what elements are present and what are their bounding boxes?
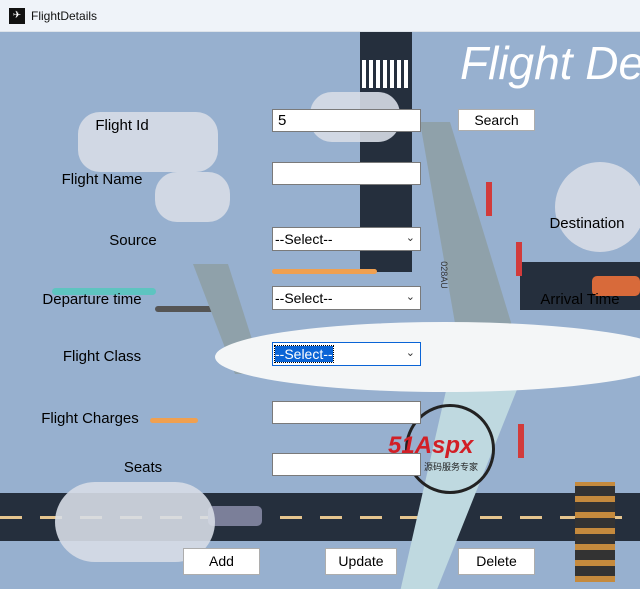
source-label: Source: [109, 232, 157, 249]
cloud: [78, 112, 218, 172]
deco-bar: [52, 288, 156, 295]
add-button[interactable]: Add: [183, 548, 260, 575]
watermark-tagline: 源码服务专家: [424, 462, 479, 472]
flight-class-label: Flight Class: [62, 348, 142, 365]
crosswalk: [362, 60, 410, 88]
cloud: [555, 162, 640, 252]
form-client-area: 028AU Flight De 51Aspx 源码服务专家 Flight Id …: [0, 32, 640, 589]
chevron-down-icon: ⌄: [405, 232, 415, 244]
cloud: [155, 172, 230, 222]
deco-bar: [150, 418, 198, 423]
flight-charges-label: Flight Charges: [41, 410, 139, 427]
arrival-time-label: Arrival Time: [540, 291, 620, 308]
watermark-logo: [405, 404, 495, 494]
destination-label: Destination: [549, 215, 625, 232]
flight-name-input[interactable]: [272, 162, 421, 185]
seats-input[interactable]: [272, 453, 421, 476]
search-button[interactable]: Search: [458, 109, 535, 131]
engine-marker: [516, 242, 522, 276]
car: [592, 276, 640, 296]
runway-dashes: [0, 516, 640, 519]
seats-label: Seats: [123, 459, 163, 476]
source-select[interactable]: --Select-- ⌄: [272, 227, 421, 251]
plane-registration: 028AU: [438, 261, 449, 289]
car: [208, 506, 262, 526]
delete-button[interactable]: Delete: [458, 548, 535, 575]
chevron-down-icon: ⌄: [405, 291, 415, 303]
deco-bar: [272, 269, 377, 274]
engine-marker: [518, 424, 524, 458]
title-bar: ✈ FlightDetails: [0, 0, 640, 32]
window-title: FlightDetails: [31, 8, 98, 23]
departure-time-value: --Select--: [275, 290, 333, 306]
deco-bar: [155, 306, 223, 312]
departure-time-select[interactable]: --Select-- ⌄: [272, 286, 421, 310]
flight-id-input[interactable]: 5: [272, 109, 421, 132]
page-title: Flight De: [460, 37, 640, 89]
source-value: --Select--: [275, 231, 333, 247]
ladder: [575, 482, 615, 582]
departure-time-label: Departure time: [42, 291, 142, 308]
flight-name-label: Flight Name: [61, 171, 143, 188]
update-button[interactable]: Update: [325, 548, 397, 575]
airplane-icon: ✈: [9, 7, 25, 24]
flight-class-value: --Select--: [274, 345, 334, 363]
flight-charges-input[interactable]: [272, 401, 421, 424]
engine-marker: [486, 182, 492, 216]
plane-upper-wing: [420, 122, 520, 352]
chevron-down-icon: ⌄: [405, 347, 415, 359]
flight-id-label: Flight Id: [95, 117, 149, 134]
flight-class-select[interactable]: --Select-- ⌄: [272, 342, 421, 366]
